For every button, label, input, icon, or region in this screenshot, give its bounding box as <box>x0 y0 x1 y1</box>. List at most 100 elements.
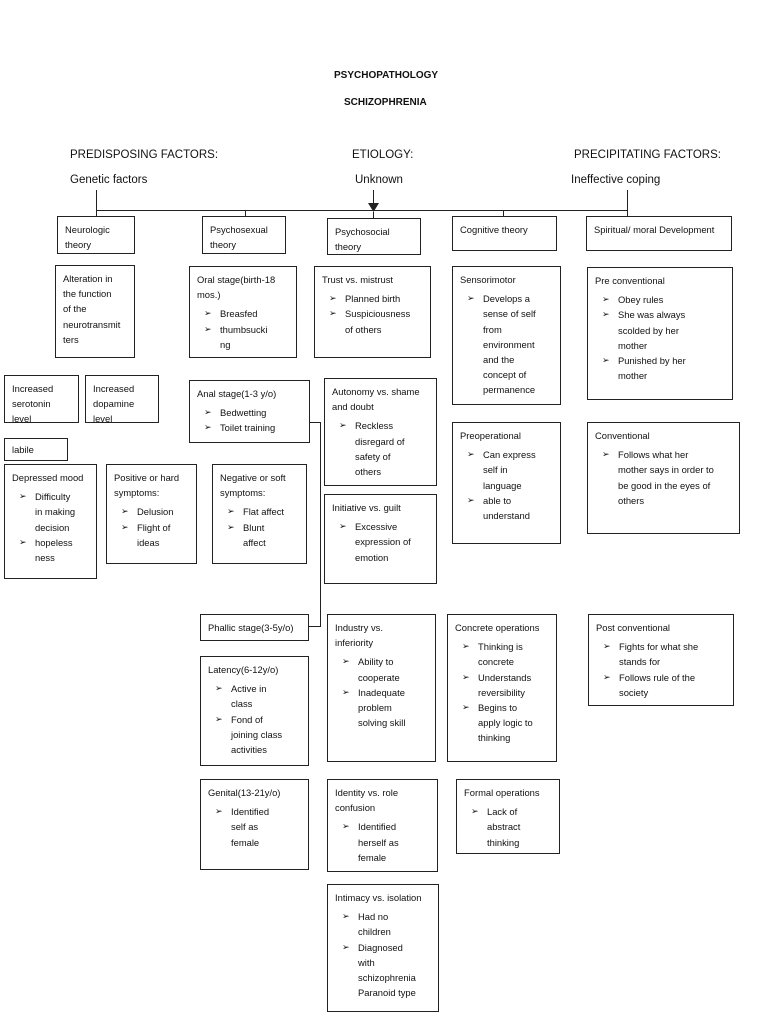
page-subtitle: SCHIZOPHRENIA <box>344 97 427 108</box>
box-title: Initiative vs. guilt <box>332 502 401 513</box>
list-item: Planned birth <box>322 291 424 306</box>
precipitating-factors-value: Ineffective coping <box>571 174 661 186</box>
labile-box: labile <box>4 438 68 461</box>
list-item: Flat affect <box>220 504 300 519</box>
etiology-label: ETIOLOGY: <box>352 149 414 161</box>
box-title: Intimacy vs. isolation <box>335 892 422 903</box>
box-title: labile <box>12 444 34 455</box>
box-title: Spiritual/ moral Development <box>594 224 715 235</box>
post-conventional-box: Post conventional Fights for what shesta… <box>588 614 734 706</box>
industry-vs-inferiority-box: Industry vs.inferiority Ability tocooper… <box>327 614 436 762</box>
connector-line <box>96 210 97 217</box>
box-title: Sensorimotor <box>460 274 516 285</box>
arrow-down-icon <box>368 203 379 212</box>
box-title: Anal stage(1-3 y/o) <box>197 388 277 399</box>
connector-line <box>310 422 321 423</box>
connector-line <box>96 210 628 211</box>
box-title: Genital(13-21y/o) <box>208 787 281 798</box>
list-item: Delusion <box>114 504 190 519</box>
box-title: Phallic stage(3-5y/o) <box>208 622 294 633</box>
box-title: Formal operations <box>464 787 540 798</box>
box-title: Industry vs.inferiority <box>335 622 383 649</box>
precipitating-factors-label: PRECIPITATING FACTORS: <box>574 149 721 161</box>
connector-line <box>373 212 374 219</box>
pre-conventional-box: Pre conventional Obey rules She was alwa… <box>587 267 733 400</box>
initiative-vs-guilt-box: Initiative vs. guilt Excessiveexpression… <box>324 494 437 584</box>
concrete-operations-box: Concrete operations Thinking isconcrete … <box>447 614 557 762</box>
connector-line <box>309 626 321 627</box>
page-title: PSYCHOPATHOLOGY <box>334 70 439 81</box>
bullet-list: Bedwetting Toilet training <box>197 405 303 436</box>
box-title: Pre conventional <box>595 275 665 286</box>
list-item: Toilet training <box>197 420 303 435</box>
connector-line <box>96 190 97 211</box>
predisposing-factors-label: PREDISPOSING FACTORS: <box>70 149 219 161</box>
predisposing-factors-value: Genetic factors <box>70 174 148 186</box>
box-title: Cognitive theory <box>460 224 528 235</box>
connector-line <box>503 210 504 217</box>
list-item: Bedwetting <box>197 405 303 420</box>
spiritual-moral-development-box: Spiritual/ moral Development <box>586 216 732 251</box>
box-title: Conventional <box>595 430 650 441</box>
box-title: Preoperational <box>460 430 521 441</box>
box-title: Latency(6-12y/o) <box>208 664 279 675</box>
list-item: Breasfed <box>197 306 290 321</box>
